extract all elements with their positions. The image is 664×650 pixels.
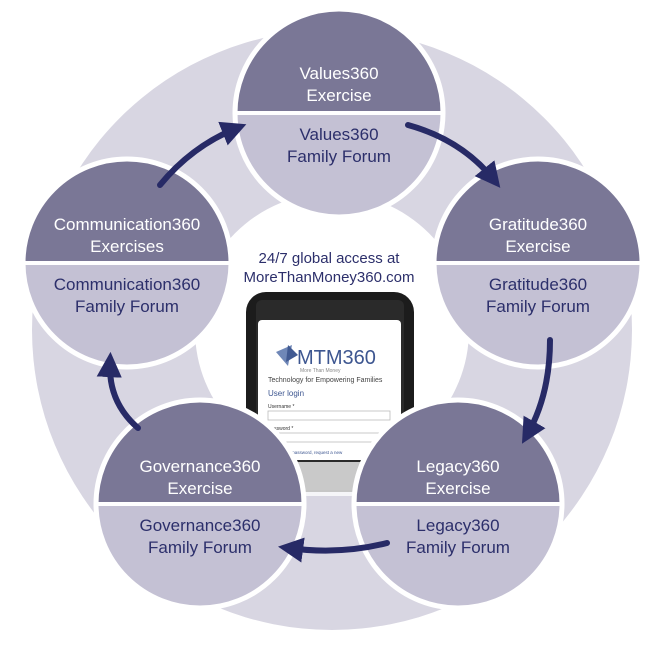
center-caption-line1: 24/7 global access at (259, 250, 401, 267)
mtm-logo-icon (276, 345, 298, 366)
phone-password-field (267, 432, 391, 443)
phone-illustration: MTM360 More Than Money Technology for Em… (240, 292, 420, 496)
phone-logo-text: MTM360 (297, 347, 376, 369)
cycle-arrows (96, 121, 553, 563)
legacy360-forum-line2: Family Forum (406, 538, 510, 557)
arrow-gratitude-to-legacy (521, 337, 553, 444)
values360-exercise-line1: Values360 (299, 64, 378, 83)
gratitude360-forum-line2: Family Forum (486, 297, 590, 316)
node-values360: Values360 Exercise Values360 Family Foru… (232, 6, 446, 220)
phone-tagline: Technology for Empowering Families (268, 377, 383, 384)
communication360-exercise-line2: Exercises (90, 237, 164, 256)
communication360-exercise-line1: Communication360 (54, 215, 200, 234)
node-governance360: Governance360 Exercise Governance360 Fam… (93, 397, 307, 611)
legacy360-forum-line1: Legacy360 (416, 516, 499, 535)
values360-forum-line2: Family Forum (287, 147, 391, 166)
gratitude360-exercise-line1: Gratitude360 (489, 215, 587, 234)
values360-exercise-line2: Exercise (306, 86, 371, 105)
phone-password-label: Password * (268, 426, 293, 432)
phone-forgot-link: Forgot your password, request a new (268, 450, 343, 455)
arrow-communication-to-values (157, 121, 247, 188)
values360-forum-line1: Values360 (299, 125, 378, 144)
governance360-exercise-line1: Governance360 (140, 457, 261, 476)
center-caption-line2: MoreThanMoney360.com (244, 269, 415, 286)
arrow-values-to-gratitude (405, 122, 501, 188)
phone-logo-sub: More Than Money (300, 368, 341, 374)
gratitude360-forum-line1: Gratitude360 (489, 275, 587, 294)
governance360-forum-line2: Family Forum (148, 538, 252, 557)
arrow-governance-to-communication (96, 351, 141, 431)
gratitude360-exercise-line2: Exercise (505, 237, 570, 256)
legacy360-exercise-line1: Legacy360 (416, 457, 499, 476)
communication360-forum-line1: Communication360 (54, 275, 200, 294)
node-communication360: Communication360 Exercises Communication… (20, 156, 234, 370)
governance360-forum-line1: Governance360 (140, 516, 261, 535)
governance360-exercise-line2: Exercise (167, 479, 232, 498)
communication360-forum-line2: Family Forum (75, 297, 179, 316)
node-gratitude360: Gratitude360 Exercise Gratitude360 Famil… (431, 156, 645, 370)
phone-username-field (267, 410, 391, 421)
phone-username-label: Username * (268, 404, 294, 410)
legacy360-exercise-line2: Exercise (425, 479, 490, 498)
phone-user-login: User login (268, 389, 304, 398)
arrow-legacy-to-governance (278, 537, 390, 563)
